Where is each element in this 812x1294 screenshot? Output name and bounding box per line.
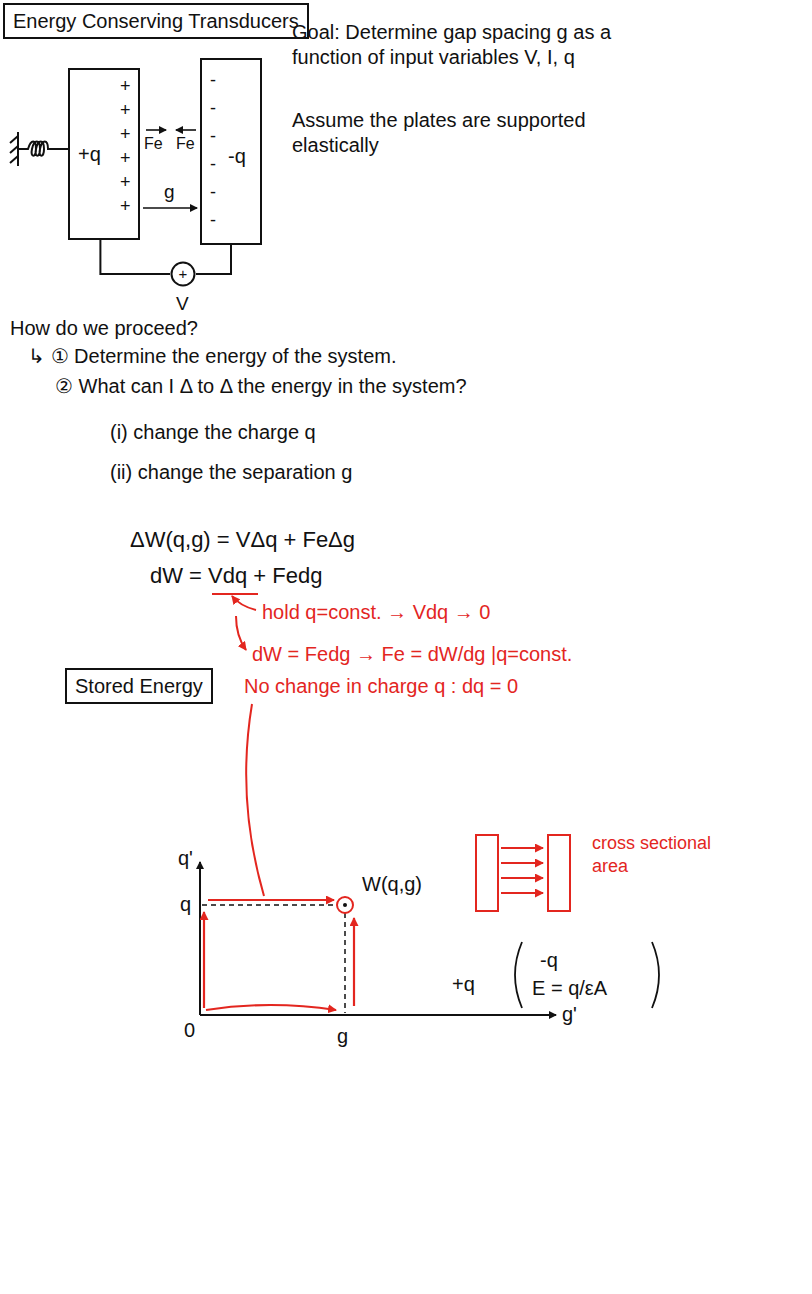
dashed-guide (202, 904, 337, 906)
voltage-source: + (170, 261, 196, 287)
node-text: Energy Conserving Transducers (13, 9, 299, 33)
state-dot (343, 903, 347, 907)
charge-sign: + (120, 196, 131, 218)
state-point (337, 897, 353, 913)
charge-sign: - (210, 154, 216, 176)
red-pointer (236, 616, 246, 650)
red-pointer (246, 704, 264, 896)
origin-label: 0 (184, 1018, 195, 1043)
bracket (515, 942, 522, 1008)
axis-tick: q (180, 892, 191, 917)
charge-sign: + (120, 100, 131, 122)
node-text: Stored Energy (75, 674, 203, 698)
charge-label: +q (452, 972, 475, 997)
charge-sign: - (210, 210, 216, 232)
wire (100, 240, 170, 274)
axis-tick: g (337, 1024, 348, 1049)
annotation: hold q=const. → Vdq → 0 (262, 600, 490, 625)
annotation: dW = Fedg → Fe = dW/dg |q=const. (252, 642, 572, 667)
node-text: + (170, 261, 196, 287)
section-box: Stored Energy (65, 668, 213, 704)
field-equation: E = q/εA (532, 976, 607, 1001)
goal-note: Goal: Determine gap spacing g as a funct… (292, 20, 622, 70)
dashed-guide (344, 913, 346, 1013)
charge-sign: + (120, 76, 131, 98)
option-text: (ii) change the separation g (110, 460, 352, 485)
option-text: (i) change the charge q (110, 420, 316, 445)
path-arrow (203, 912, 205, 1008)
red-underline (212, 593, 258, 595)
question-text: How do we proceed? (10, 316, 198, 341)
charge-sign: - (210, 126, 216, 148)
charge-sign: - (210, 182, 216, 204)
charge-label: -q (540, 948, 558, 973)
voltage-label: V (176, 292, 189, 316)
axis-label: g' (562, 1002, 577, 1027)
negative-plate: -q------ (200, 58, 262, 245)
charge-sign: + (120, 148, 131, 170)
charge-sign: - (210, 70, 216, 92)
force-arrow (176, 129, 196, 131)
force-label: Fe (176, 134, 195, 154)
field-arrows (501, 848, 543, 893)
force-label: Fe (144, 134, 163, 154)
charge-sign: + (120, 124, 131, 146)
graph-axis (200, 1014, 556, 1016)
positive-plate: +q++++++ (68, 68, 140, 240)
force-arrow (146, 129, 166, 131)
equation: dW = Vdq + Fedg (150, 562, 322, 590)
gap-dimension (143, 207, 197, 209)
spring-symbol (10, 132, 68, 166)
charge-label: -q (228, 144, 246, 168)
charge-sign: - (210, 98, 216, 120)
annotation: No change in charge q : dq = 0 (244, 674, 518, 699)
step-text: ② What can I Δ to Δ the energy in the sy… (55, 374, 467, 399)
capacitor-sketch (476, 835, 570, 911)
path-arrow (353, 918, 355, 1006)
gap-label: g (164, 180, 175, 204)
wire (196, 245, 231, 274)
assumption-note: Assume the plates are supported elastica… (292, 108, 612, 158)
charge-label: +q (78, 142, 101, 166)
red-pointer (232, 596, 256, 610)
axis-label: q' (178, 846, 193, 871)
step-text: ↳ ① Determine the energy of the system. (28, 344, 397, 369)
bracket (652, 942, 659, 1008)
path-arrow (206, 1005, 336, 1010)
path-arrow (208, 899, 334, 901)
equation: ΔW(q,g) = VΔq + FeΔg (130, 526, 355, 554)
graph-axis (199, 862, 201, 1015)
charge-sign: + (120, 172, 131, 194)
area-note: cross sectional area (592, 832, 722, 877)
title-box: Energy Conserving Transducers (3, 3, 309, 39)
point-label: W(q,g) (362, 872, 422, 897)
